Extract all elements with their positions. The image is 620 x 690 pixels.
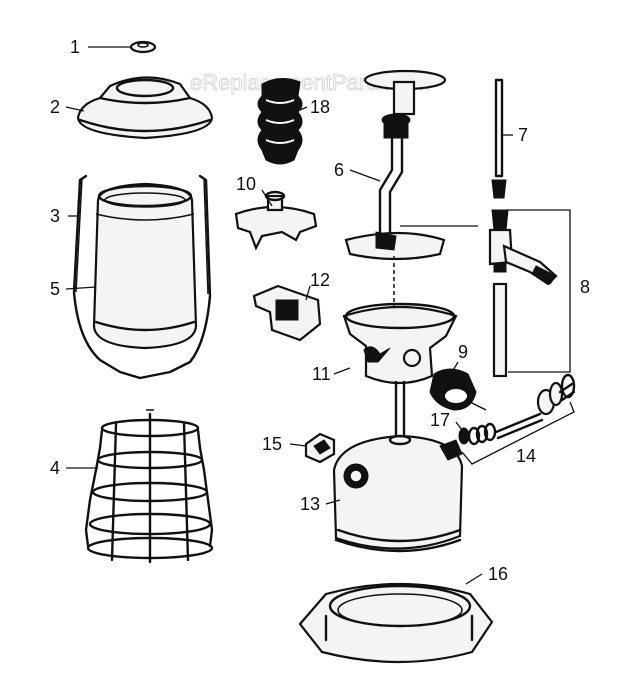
part-8-valve bbox=[488, 209, 571, 378]
part-3-bail bbox=[72, 174, 212, 380]
part-12-clip bbox=[252, 284, 322, 342]
part-7-needle bbox=[491, 78, 507, 199]
label-18: 18 bbox=[310, 97, 330, 117]
label-9: 9 bbox=[458, 342, 468, 362]
part-2-ventilator bbox=[76, 76, 214, 140]
part-labels: 1 2 3 4 5 6 7 8 9 10 11 12 13 14 15 16 1… bbox=[50, 37, 590, 584]
part-1-nut bbox=[129, 40, 157, 54]
part-9-knob bbox=[429, 368, 487, 411]
part-15-fill-cap bbox=[304, 432, 336, 464]
part-6-generator bbox=[344, 69, 478, 326]
label-17: 17 bbox=[430, 410, 450, 430]
part-14-pump bbox=[461, 373, 576, 465]
part-16-base bbox=[298, 582, 494, 664]
label-6: 6 bbox=[334, 160, 344, 180]
label-4: 4 bbox=[50, 458, 60, 478]
part-10-burner-cap bbox=[234, 190, 318, 251]
label-7: 7 bbox=[518, 125, 528, 145]
label-10: 10 bbox=[236, 174, 256, 194]
part-4-wire-guard bbox=[84, 409, 214, 564]
label-16: 16 bbox=[488, 564, 508, 584]
label-15: 15 bbox=[262, 434, 282, 454]
label-12: 12 bbox=[310, 270, 330, 290]
label-13: 13 bbox=[300, 494, 320, 514]
part-5-globe bbox=[92, 182, 198, 350]
label-2: 2 bbox=[50, 97, 60, 117]
leader-lines bbox=[65, 46, 513, 585]
label-5: 5 bbox=[50, 279, 60, 299]
label-14: 14 bbox=[516, 446, 536, 466]
part-18-bellows bbox=[257, 78, 303, 165]
label-11: 11 bbox=[312, 364, 331, 384]
label-8: 8 bbox=[580, 277, 590, 297]
label-1: 1 bbox=[70, 37, 80, 57]
part-17-spring bbox=[458, 422, 497, 446]
part-13-fount bbox=[332, 434, 464, 553]
label-3: 3 bbox=[50, 206, 60, 226]
part-11-frame bbox=[342, 302, 458, 442]
